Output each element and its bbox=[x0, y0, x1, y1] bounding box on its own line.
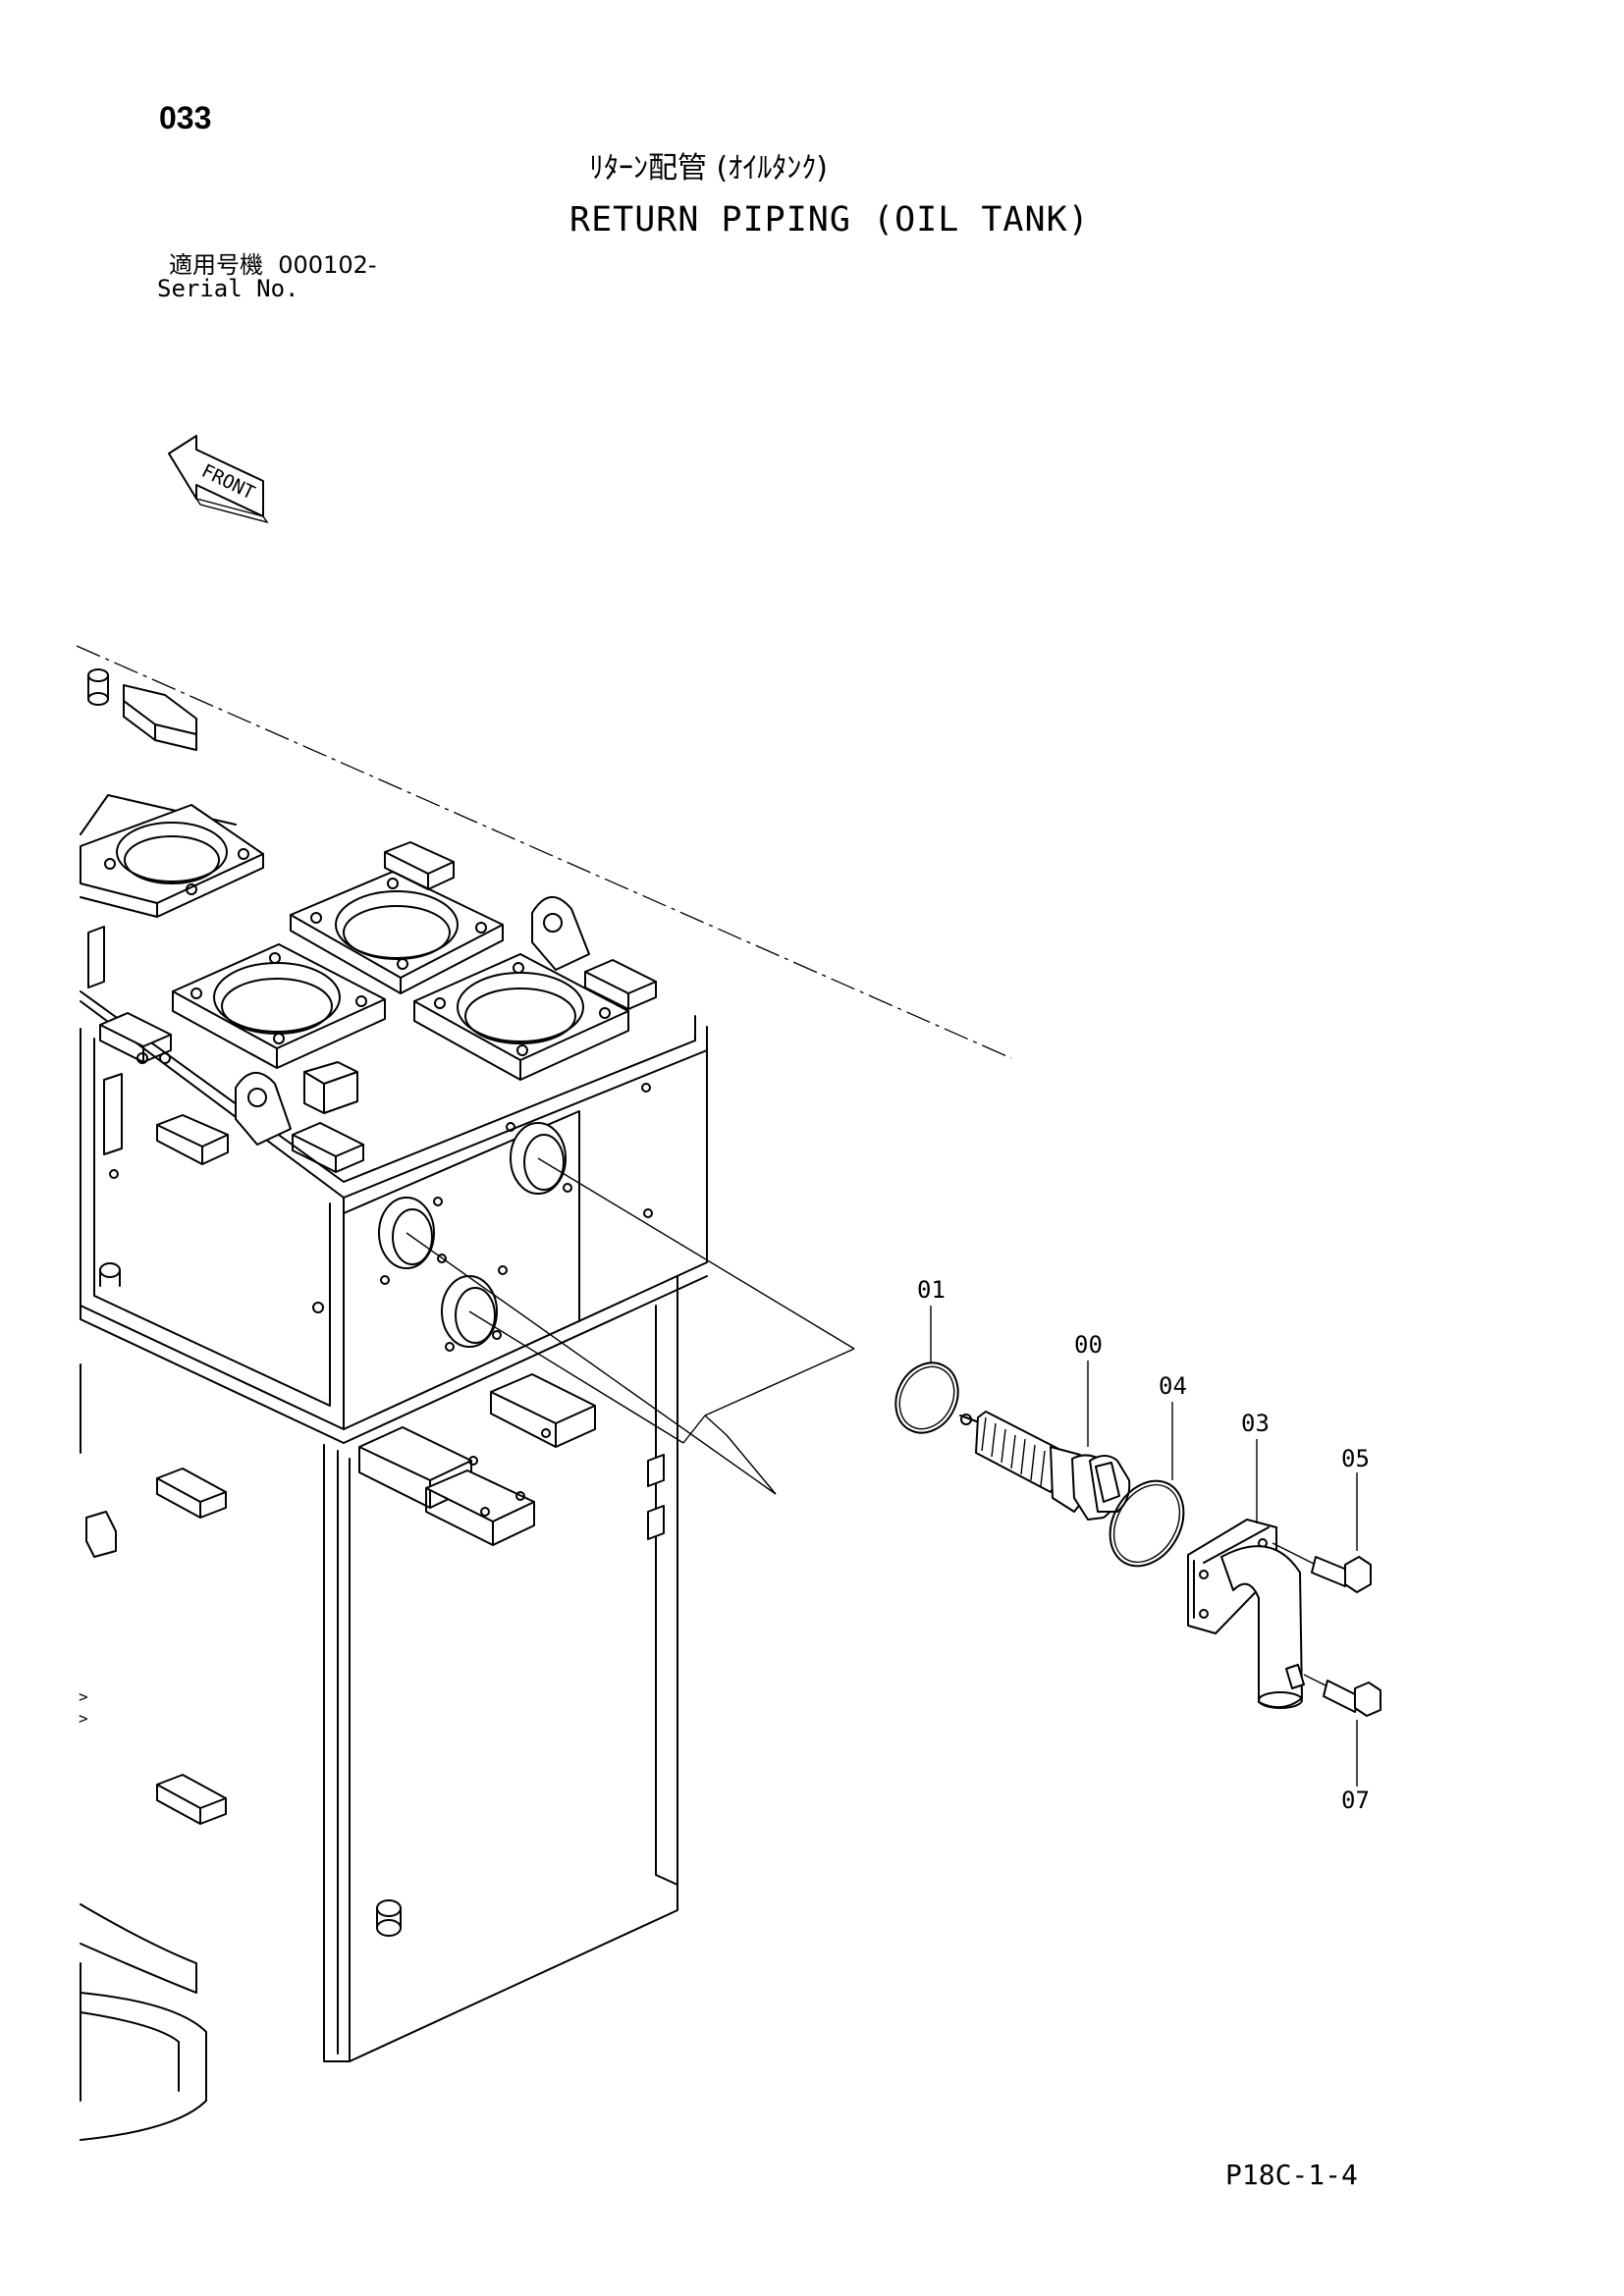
page-title-japanese: ﾘﾀｰﾝ配管 (ｵｲﾙﾀﾝｸ) bbox=[589, 151, 828, 186]
front-arrow-icon: FRONT bbox=[168, 435, 269, 524]
serial-value: 000102- bbox=[278, 251, 377, 279]
bolt-lower: 07 bbox=[1285, 1664, 1381, 1814]
serial-label-japanese: 適用号機 bbox=[169, 251, 263, 279]
o-ring-large: 04 bbox=[1109, 1372, 1187, 1568]
side-mark-2: > bbox=[79, 1709, 88, 1728]
top-left-fittings bbox=[87, 668, 197, 751]
filter-assembly: 00 bbox=[959, 1331, 1131, 1521]
callout-05: 05 bbox=[1341, 1445, 1370, 1472]
callout-03: 03 bbox=[1241, 1410, 1270, 1437]
callout-01: 01 bbox=[917, 1276, 946, 1304]
callout-04: 04 bbox=[1159, 1372, 1187, 1400]
tank-lower-body: > > bbox=[79, 1275, 678, 2141]
bolt-upper: 05 bbox=[1272, 1445, 1372, 1593]
serial-range: 適用号機 000102- bbox=[169, 253, 377, 277]
o-ring-small: 01 bbox=[894, 1276, 959, 1434]
tank-top bbox=[80, 794, 708, 1199]
elbow-pipe: 03 bbox=[1187, 1410, 1303, 1709]
callout-07: 07 bbox=[1341, 1787, 1370, 1814]
page-number: 033 bbox=[159, 100, 212, 135]
page-title: RETURN PIPING (OIL TANK) bbox=[569, 200, 1090, 240]
side-mark-1: > bbox=[79, 1687, 88, 1706]
document-code: P18C-1-4 bbox=[1225, 2159, 1358, 2191]
assembly-leader-lines bbox=[406, 1157, 855, 1495]
tank-upper-body bbox=[80, 1028, 708, 1444]
callout-00: 00 bbox=[1074, 1331, 1103, 1359]
serial-label: Serial No. bbox=[157, 275, 299, 302]
